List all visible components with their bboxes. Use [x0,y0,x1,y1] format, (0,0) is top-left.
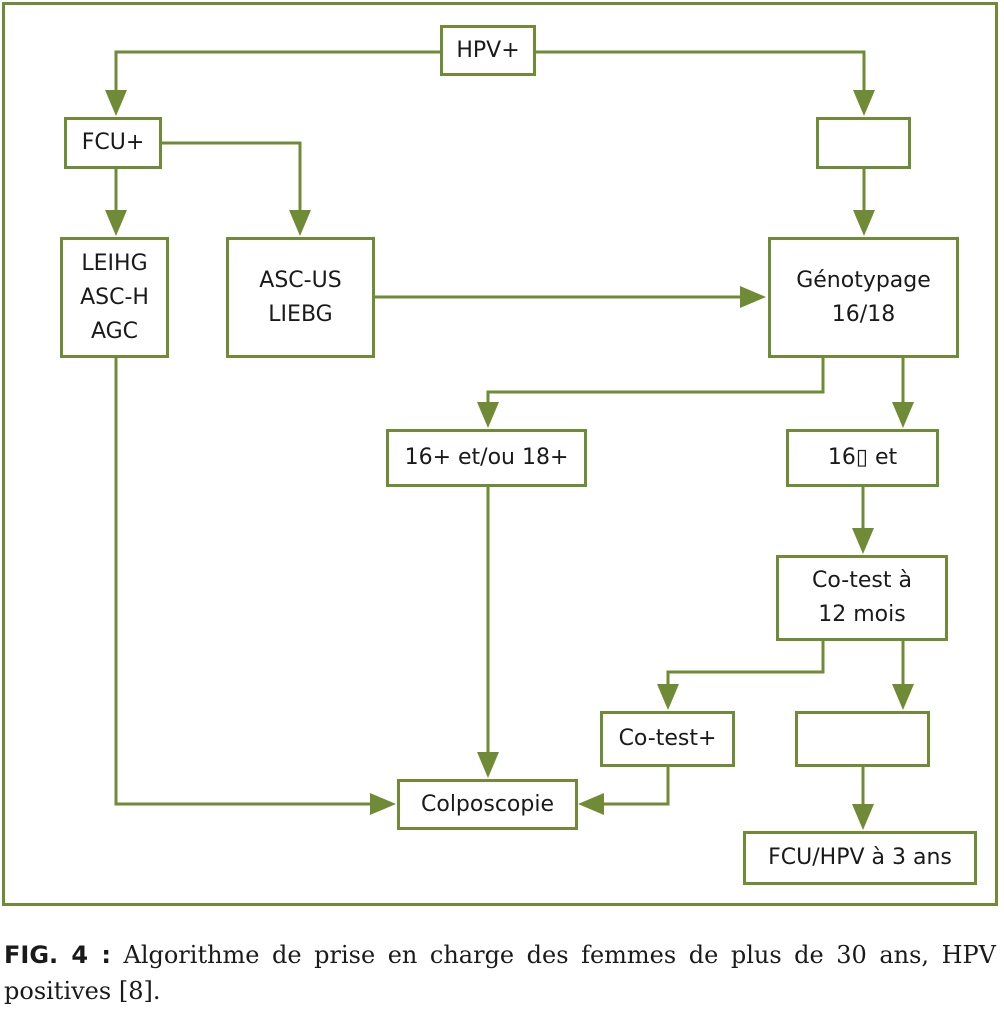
node-hpv-positive: HPV+ [440,25,536,76]
arrowhead-high-grade [105,210,127,236]
node-genotypage: Génotypage 16/18 [768,237,959,358]
figure-caption: FIG. 4 : Algorithme de prise en charge d… [4,937,996,1009]
node-16-18-negative: 16▯ et [786,429,939,487]
node-colposcopie: Colposcopie [397,779,578,830]
cotest-line-2: 12 mois [818,602,906,627]
arrowhead-fcu-pos [105,90,127,116]
arrowhead-low-grade [289,210,311,236]
node-cotest-positive: Co-test+ [600,711,735,767]
arrowhead-fcu-neg [853,90,875,116]
low-grade-line-2: LIEBG [268,301,333,327]
figure-label: FIG. 4 : [4,941,111,969]
connector-hpv-to-fcu-pos [114,50,440,112]
node-cotest-negative [795,711,930,767]
cotest-line-1: Co-test à [812,568,912,593]
arrowhead-colposcopie-right [578,793,604,815]
arrowhead-genotypage-side [740,286,766,308]
diagram-frame [2,2,998,906]
node-colposcopie-label: Colposcopie [421,791,554,817]
genotypage-line-2: 16/18 [831,301,896,327]
node-hpv-positive-label: HPV+ [456,37,520,63]
connector-cotest-pos-to-colposcopie [584,766,670,806]
node-cotest-12-months: Co-test à 12 mois [776,555,948,641]
node-cotest-positive-label: Co-test+ [618,726,717,751]
node-fcu-positive-label: FCU+ [81,130,145,155]
node-16-18-positive: 16+ et/ou 18+ [386,429,587,487]
node-fcu-negative [816,117,911,169]
arrowhead-followup [852,804,874,830]
node-high-grade: LEIHG ASC-H AGC [60,237,169,358]
figure-caption-text: Algorithme de prise en charge des femmes… [4,941,996,1005]
high-grade-line-1: LEIHG [81,250,148,276]
arrowhead-neg [892,402,914,428]
connector-cotest-to-cotest-pos [666,640,825,705]
connector-hpv-to-fcu-neg [536,50,866,112]
connector-high-grade-to-colposcopie [114,358,392,806]
connector-genotypage-to-pos [486,357,825,424]
arrowhead-colposcopie-left [370,793,396,815]
node-fcu-positive: FCU+ [64,117,162,169]
node-followup-label: FCU/HPV à 3 ans [768,845,952,870]
genotypage-line-1: Génotypage [796,267,931,293]
arrowhead-colposcopie-top [477,752,499,778]
arrowhead-cotest-neg [892,684,914,710]
high-grade-line-3: AGC [90,318,139,344]
node-16-18-positive-label: 16+ et/ou 18+ [404,445,569,470]
arrowhead-genotypage [853,210,875,236]
arrowhead-cotest [852,528,874,554]
node-low-grade: ASC-US LIEBG [226,237,375,358]
arrowhead-cotest-pos [657,684,679,710]
high-grade-line-2: ASC-H [80,284,149,310]
low-grade-line-1: ASC-US [259,267,342,293]
connector-fcu-pos-to-low-grade [162,141,302,232]
arrowhead-pos [477,402,499,428]
node-16-18-negative-label: 16▯ et [827,445,898,470]
node-followup-3-years: FCU/HPV à 3 ans [743,831,977,885]
